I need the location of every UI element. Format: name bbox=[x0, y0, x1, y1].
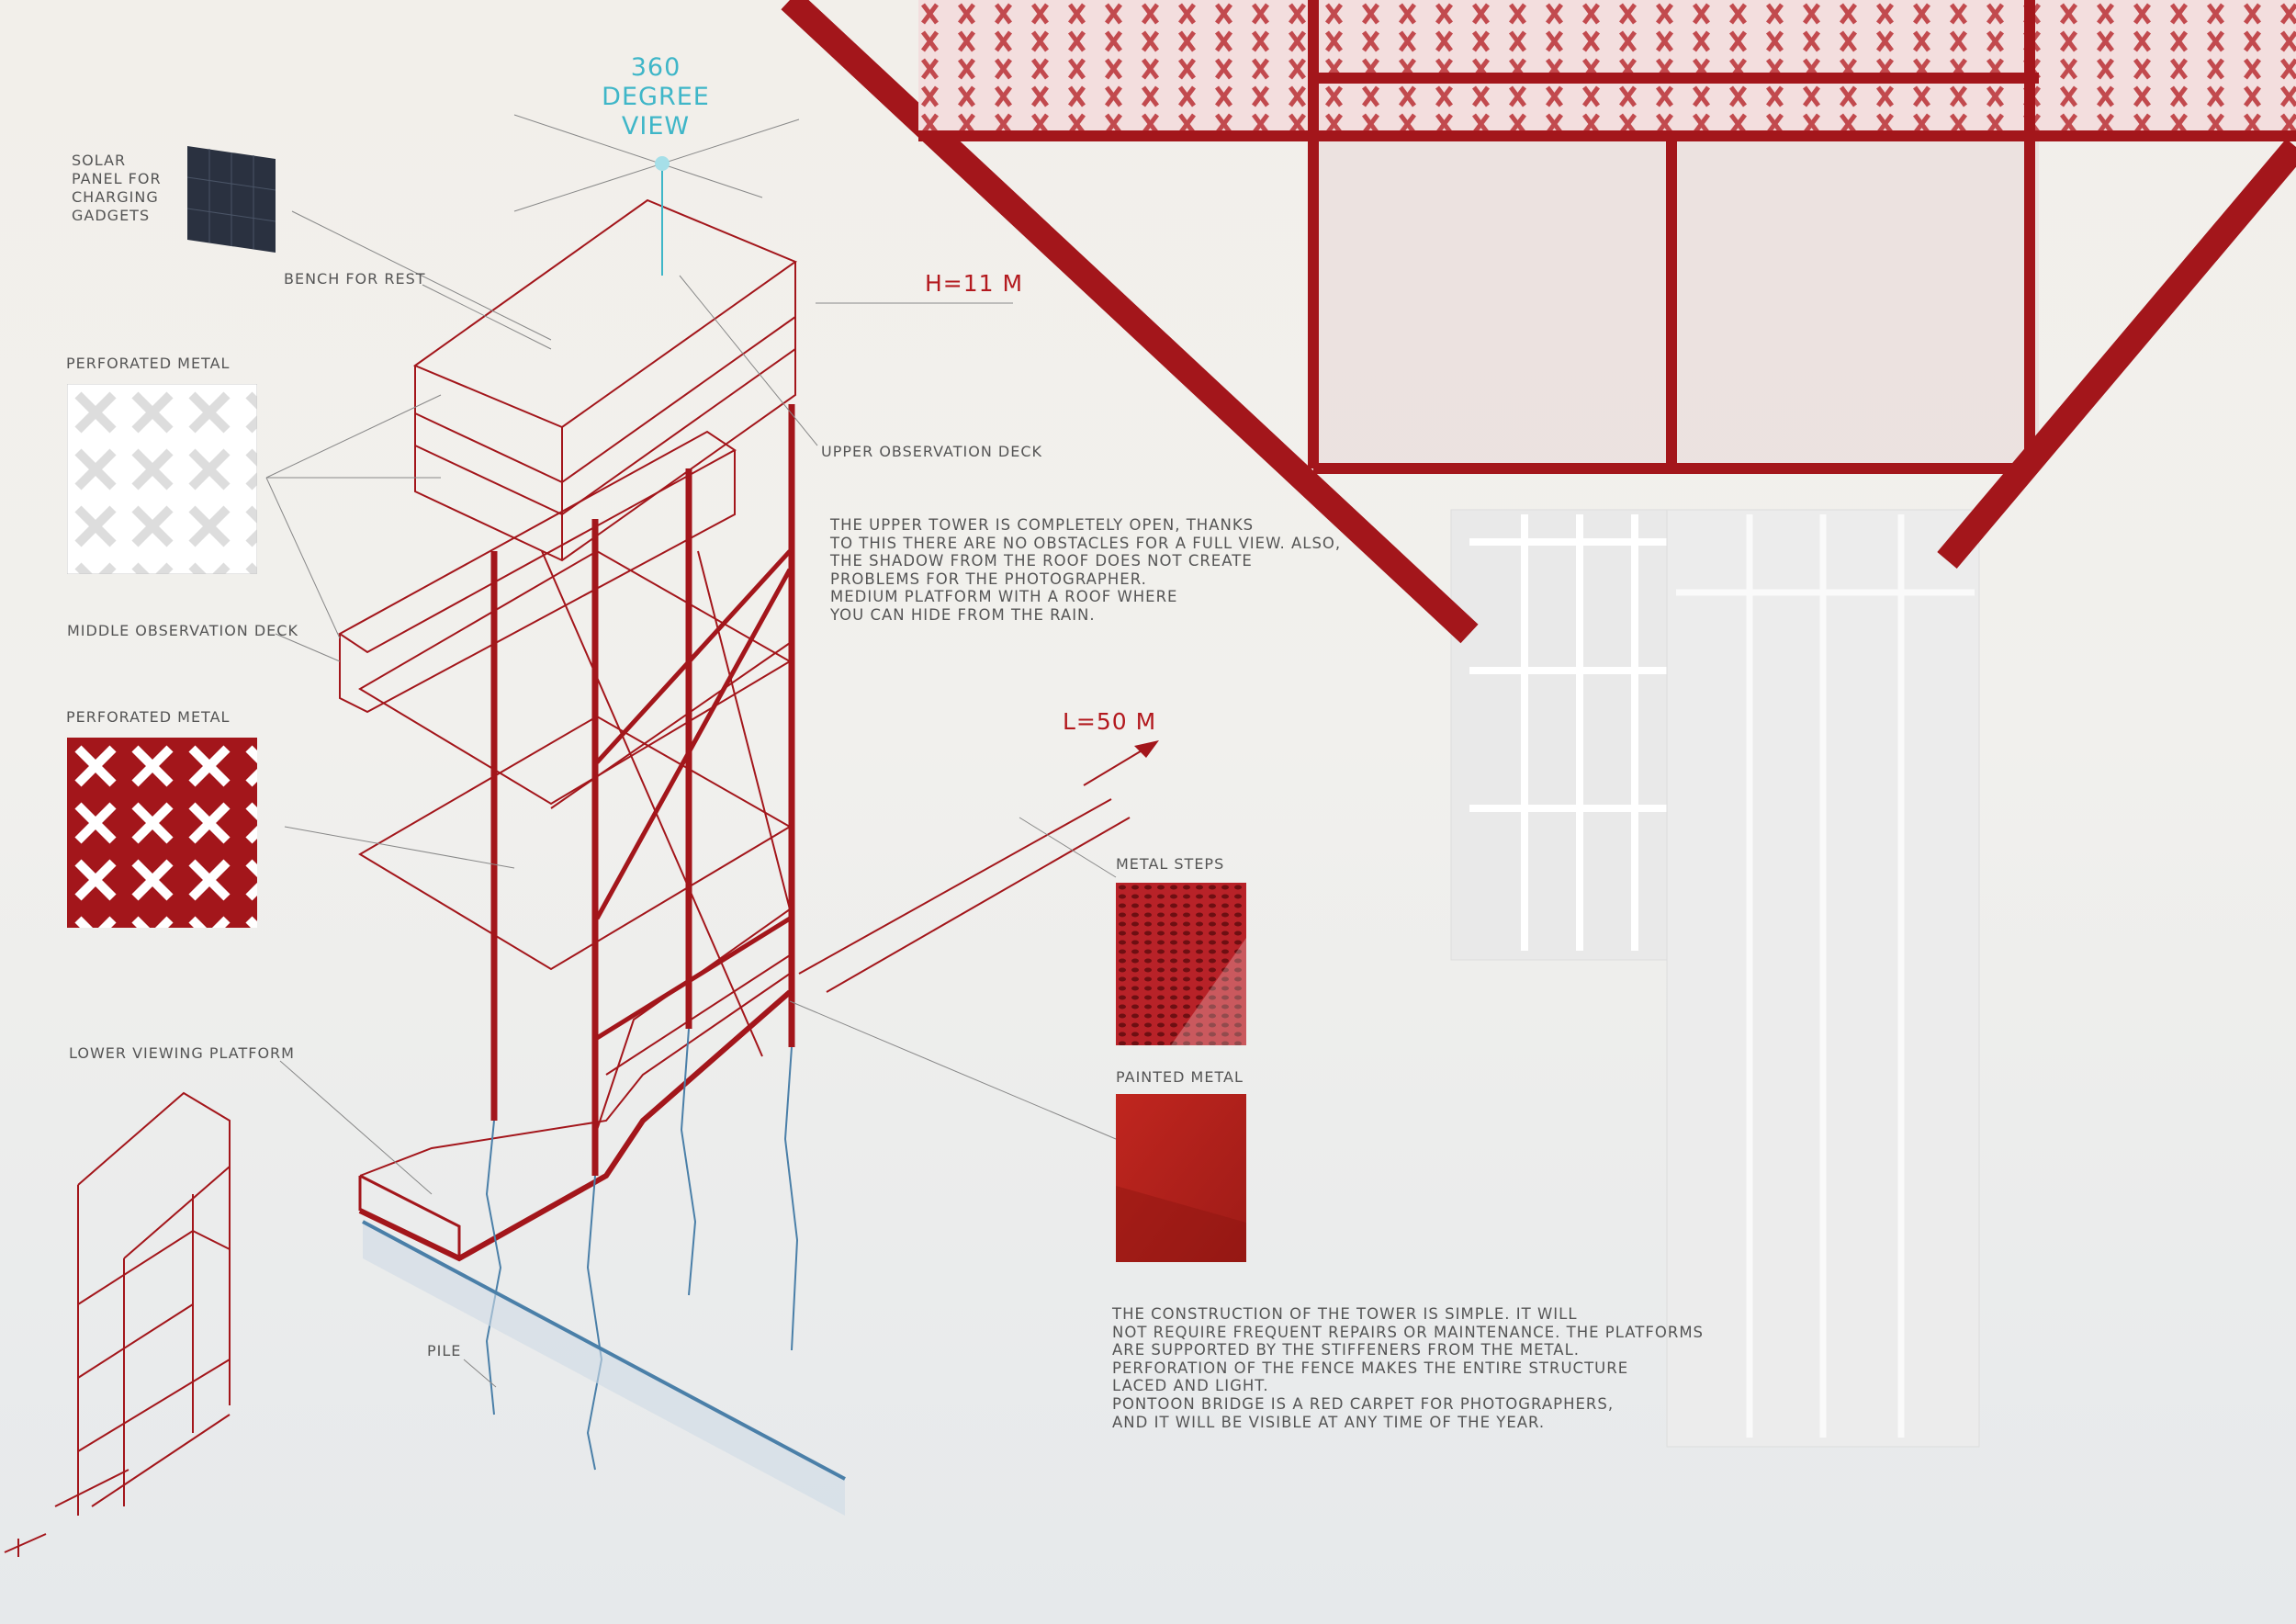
length-label: L=50 M bbox=[1063, 708, 1157, 735]
perforated-metal-label-2: perforated metal bbox=[66, 708, 231, 726]
view-label-line-1: 360 bbox=[630, 53, 681, 82]
metal-steps-label: metal steps bbox=[1116, 855, 1225, 873]
view-label: 360 degree view bbox=[601, 53, 711, 141]
view-label-line-3: view bbox=[621, 112, 691, 141]
upper-deck-label: upper observation deck bbox=[821, 443, 1042, 460]
perforated-metal-white-swatch bbox=[67, 384, 257, 574]
bench-label: bench for rest bbox=[284, 270, 426, 288]
perforated-metal-label-1: perforated metal bbox=[66, 355, 231, 372]
middle-deck-label: middle observation deck bbox=[67, 622, 298, 639]
solar-panel-image bbox=[187, 146, 276, 253]
height-label: H=11 M bbox=[925, 270, 1024, 297]
description-upper-tower: The upper tower is completely open, than… bbox=[830, 516, 1342, 624]
metal-steps-swatch bbox=[1116, 883, 1246, 1045]
description-construction: The construction of the tower is simple.… bbox=[1112, 1305, 1705, 1431]
solar-panel-label: solar panel for charging gadgets bbox=[72, 152, 162, 224]
pile-label: pile bbox=[427, 1342, 462, 1359]
view-label-line-2: degree bbox=[602, 83, 710, 111]
lower-platform-label: lower viewing platform bbox=[69, 1044, 295, 1062]
painted-metal-swatch bbox=[1116, 1094, 1246, 1262]
painted-metal-label: painted metal bbox=[1116, 1068, 1244, 1086]
perforated-metal-red-swatch bbox=[67, 738, 257, 928]
